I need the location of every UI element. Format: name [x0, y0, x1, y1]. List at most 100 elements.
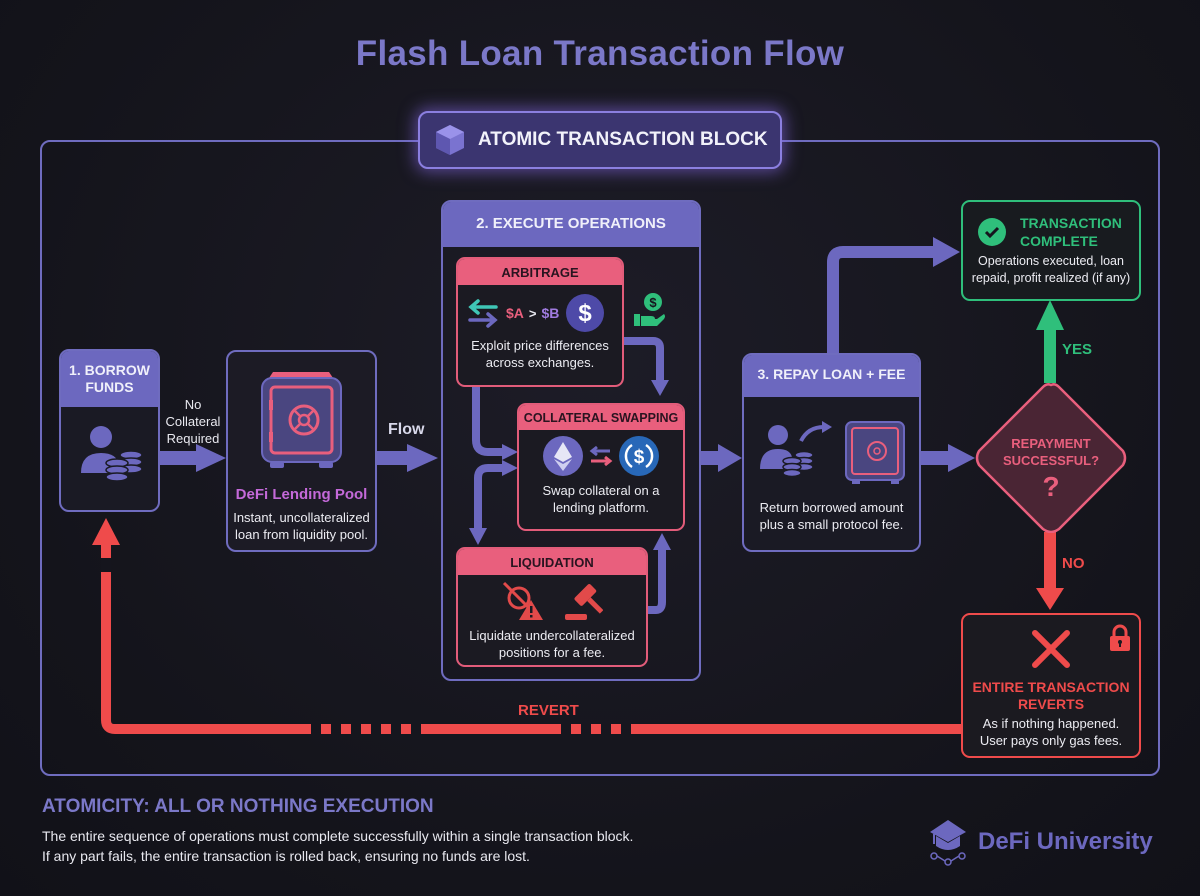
arrow-no	[1036, 532, 1064, 610]
repay-desc-line: Return borrowed amount	[759, 500, 904, 515]
no-collateral-line: No	[184, 397, 202, 412]
transaction-reverts-card: ENTIRE TRANSACTION REVERTS As if nothing…	[961, 613, 1141, 758]
svg-text:$: $	[634, 447, 645, 468]
gavel-icon	[565, 584, 603, 620]
revert-path	[92, 518, 961, 734]
cube-icon	[436, 125, 464, 155]
arbitrage-desc-line: Exploit price differences	[471, 338, 609, 353]
brand-logo: DeFi University	[926, 818, 1153, 866]
liquidation-title: LIQUIDATION	[458, 549, 646, 575]
repay-desc-line: plus a small protocol fee.	[759, 517, 904, 532]
profit-hand-icon: $	[634, 293, 665, 326]
repayment-decision: REPAYMENT SUCCESSFUL? ?	[975, 383, 1127, 533]
atomic-transaction-block-badge: ATOMIC TRANSACTION BLOCK	[418, 111, 782, 169]
lending-pool-card: DeFi Lending Pool Instant, uncollaterali…	[226, 350, 377, 552]
greater-than: >	[528, 305, 537, 321]
arbitrage-desc: Exploit price differences across exchang…	[458, 337, 622, 371]
lending-pool-desc: Instant, uncollateralized loan from liqu…	[228, 509, 375, 543]
price-b: $B	[541, 305, 560, 321]
repay-icon	[760, 421, 905, 484]
check-circle-icon	[978, 218, 1006, 246]
lending-pool-desc-line: Instant, uncollateralized	[233, 510, 370, 525]
revert-label: REVERT	[518, 702, 579, 719]
decision-text: REPAYMENT SUCCESSFUL?	[975, 435, 1127, 469]
decision-diamond-shape	[975, 383, 1127, 533]
ethereum-icon	[543, 436, 583, 476]
brand-name: DeFi University	[978, 828, 1153, 855]
borrow-funds-title: 1. BORROW FUNDS	[61, 351, 158, 407]
collateral-swapping-desc: Swap collateral on a lending platform.	[519, 482, 683, 516]
arrow-repay-to-complete	[827, 237, 960, 356]
complete-title-line: COMPLETE	[1020, 233, 1098, 249]
question-mark-icon: ?	[1042, 471, 1060, 502]
no-collateral-label: No Collateral Required	[160, 396, 226, 447]
lending-pool-title: DeFi Lending Pool	[235, 486, 368, 503]
liquidation-desc-line: positions for a fee.	[498, 645, 606, 660]
arrow-repay-to-decision	[920, 444, 975, 472]
no-collateral-line: Required	[166, 431, 220, 446]
reverts-title-line: REVERTS	[1017, 696, 1085, 712]
user-coins-icon	[81, 426, 143, 482]
arrow-execute-to-repay	[701, 444, 742, 472]
borrow-funds-card: 1. BORROW FUNDS	[59, 349, 160, 512]
execute-operations-title: 2. EXECUTE OPERATIONS	[443, 202, 699, 247]
collateral-desc-line: lending platform.	[552, 500, 650, 515]
arrow-to-collateral-and-liquidation	[469, 460, 518, 545]
graduation-cap-icon	[930, 820, 966, 866]
arrow-liquidation-to-collateral	[648, 533, 671, 614]
arrow-pool-to-execute	[377, 444, 438, 472]
x-icon	[1032, 630, 1070, 668]
swap-arrows-icon	[468, 299, 498, 328]
arbitrage-title: ARBITRAGE	[458, 259, 622, 285]
repay-loan-title: 3. REPAY LOAN + FEE	[744, 355, 919, 397]
arbitrage-card: ARBITRAGE $A > $B $ Exploit price differ…	[456, 257, 624, 387]
repay-loan-card: 3. REPAY LOAN + FEE Return borrowed amou…	[742, 353, 921, 552]
execute-operations-card: 2. EXECUTE OPERATIONS	[441, 200, 701, 681]
collateral-swapping-card: COLLATERAL SWAPPING $ Swap collateral on…	[517, 403, 685, 531]
repay-loan-desc: Return borrowed amount plus a small prot…	[744, 499, 919, 533]
reverts-title-line: ENTIRE TRANSACTION	[972, 679, 1130, 695]
vault-icon	[261, 372, 342, 468]
no-label: NO	[1062, 555, 1085, 572]
liquidation-card: LIQUIDATION Liquidate undercollateralize…	[456, 547, 648, 667]
collateral-swapping-title: COLLATERAL SWAPPING	[519, 405, 683, 430]
complete-desc-line: repaid, profit realized (if any)	[971, 271, 1131, 285]
complete-desc-line: Operations executed, loan	[978, 254, 1124, 268]
atomicity-line: The entire sequence of operations must c…	[42, 828, 634, 844]
arrow-yes	[1036, 300, 1064, 383]
collateral-warning-icon	[502, 581, 543, 620]
liquidation-desc-line: Liquidate undercollateralized	[469, 628, 635, 643]
complete-title-line: TRANSACTION	[1020, 215, 1122, 231]
arrow-arbitrage-to-collateral	[623, 337, 669, 396]
reverts-desc-line: User pays only gas fees.	[979, 733, 1123, 748]
atomicity-description: The entire sequence of operations must c…	[42, 826, 633, 866]
page-title: Flash Loan Transaction Flow	[355, 34, 845, 73]
atomicity-heading: ATOMICITY: ALL OR NOTHING EXECUTION	[42, 796, 434, 817]
transaction-complete-card: TRANSACTION COMPLETE Operations executed…	[961, 200, 1141, 301]
flow-label: Flow	[388, 421, 425, 438]
svg-text:$: $	[579, 300, 593, 327]
transaction-complete-desc: Operations executed, loan repaid, profit…	[963, 253, 1139, 287]
svg-text:$: $	[649, 295, 657, 310]
atomic-block-label: ATOMIC TRANSACTION BLOCK	[478, 129, 768, 150]
arrow-borrow-to-pool	[160, 444, 226, 472]
no-collateral-line: Collateral	[165, 414, 221, 429]
transaction-reverts-title: ENTIRE TRANSACTION REVERTS	[963, 679, 1139, 713]
yes-label: YES	[1062, 341, 1093, 358]
exchange-arrows-icon	[589, 445, 613, 467]
transaction-reverts-desc: As if nothing happened. User pays only g…	[963, 715, 1139, 749]
lock-icon	[1110, 624, 1130, 651]
dollar-coin-icon: $	[566, 294, 605, 332]
liquidation-desc: Liquidate undercollateralized positions …	[458, 627, 646, 661]
reverts-desc-line: As if nothing happened.	[982, 716, 1120, 731]
arbitrage-desc-line: across exchanges.	[485, 355, 595, 370]
lending-pool-desc-line: loan from liquidity pool.	[235, 527, 368, 542]
decision-line: SUCCESSFUL?	[1002, 453, 1100, 468]
atomicity-line: If any part fails, the entire transactio…	[42, 848, 530, 864]
transaction-complete-title: TRANSACTION COMPLETE	[1020, 214, 1122, 250]
collateral-desc-line: Swap collateral on a	[542, 483, 660, 498]
decision-line: REPAYMENT	[1011, 436, 1091, 451]
arrow-arbitrage-down	[472, 386, 518, 460]
price-a: $A	[506, 305, 524, 321]
